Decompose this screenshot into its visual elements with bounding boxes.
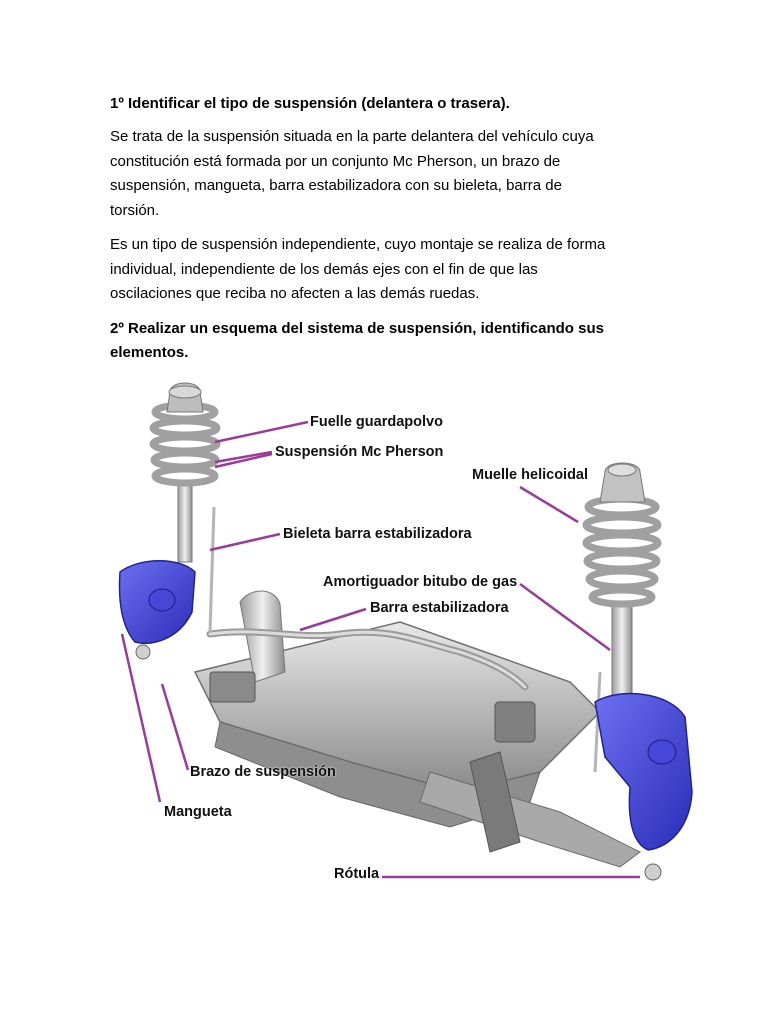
paragraph-line: Es un tipo de suspensión independiente, … (110, 236, 606, 253)
section1-heading-text: 1º Identificar el tipo de suspensión (de… (110, 95, 510, 112)
label-suspension-mcpherson: Suspensión Mc Pherson (275, 444, 444, 460)
section2-heading: 2º Realizar un esquema del sistema de su… (110, 317, 670, 365)
paragraph-line: suspensión, mangueta, barra estabilizado… (110, 177, 562, 194)
left-strut (149, 382, 221, 633)
paragraph-line: torsión. (110, 201, 160, 219)
label-muelle-helicoidal: Muelle helicoidal (472, 467, 589, 483)
stabilizer-bar (206, 628, 529, 691)
label-fuelle-guardapolvo: Fuelle guardapolvo (310, 414, 443, 430)
paragraph-line: constitución está formada por un conjunt… (110, 152, 561, 170)
paragraph-line: individual, independiente de los demás e… (110, 260, 538, 278)
label-rotula: Rótula (334, 866, 380, 882)
section1-paragraph-2: Es un tipo de suspensión independiente, … (110, 233, 670, 307)
section2-heading-line: 2º Realizar un esquema del sistema de su… (110, 320, 604, 337)
label-bieleta-barra-estabilizadora: Bieleta barra estabilizadora (283, 526, 472, 542)
section1-paragraph-1: Se trata de la suspensión situada en la … (110, 125, 670, 223)
paragraph-line: Se trata de la suspensión situada en la … (110, 128, 594, 145)
section2-heading-line: elementos. (110, 344, 189, 361)
right-knuckle (594, 692, 693, 881)
leader-lines (120, 420, 640, 879)
label-amortiguador-bitubo: Amortiguador bitubo de gas (323, 574, 518, 590)
left-knuckle (118, 560, 196, 660)
label-barra-estabilizadora: Barra estabilizadora (370, 600, 509, 616)
label-mangueta: Mangueta (164, 804, 232, 820)
section1-heading: 1º Identificar el tipo de suspensión (de… (110, 92, 670, 116)
suspension-illustration (118, 382, 693, 881)
label-brazo-suspension: Brazo de suspensión (190, 764, 336, 780)
paragraph-line: oscilaciones que reciba no afecten a las… (110, 285, 480, 302)
suspension-diagram: Fuelle guardapolvo Suspensión Mc Pherson… (100, 372, 710, 892)
